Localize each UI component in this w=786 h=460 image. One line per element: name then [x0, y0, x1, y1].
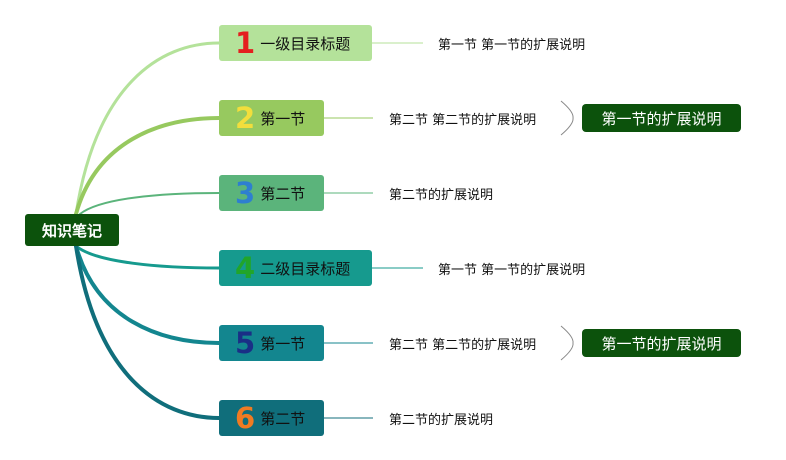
summary-tag-5[interactable]: 第一节的扩展说明	[582, 329, 741, 357]
topic-number: 1	[235, 25, 256, 60]
topic-label: 二级目录标题	[260, 259, 351, 278]
branch-curve-2	[74, 116, 221, 216]
root-label: 知识笔记	[41, 221, 102, 240]
topic-label: 第二节	[260, 184, 306, 203]
topic-number: 5	[235, 325, 256, 360]
branch-curve-6	[74, 244, 221, 420]
topic-description-5[interactable]: 第二节 第二节的扩展说明	[389, 338, 537, 353]
topic-number: 4	[235, 250, 256, 285]
topic-label: 第二节	[260, 409, 306, 428]
topic-number: 6	[235, 400, 256, 435]
topic-description-3[interactable]: 第二节的扩展说明	[389, 188, 494, 203]
branch-curve-4	[74, 244, 221, 270]
summary-brace-2	[560, 100, 574, 136]
branch-curve-3	[79, 192, 220, 215]
summary-brace-5	[560, 325, 574, 361]
topic-label: 一级目录标题	[260, 34, 351, 53]
topic-description-6[interactable]: 第二节的扩展说明	[389, 413, 494, 428]
root-node[interactable]: 知识笔记	[25, 214, 119, 246]
topic-label: 第一节	[260, 334, 306, 353]
topic-description-4[interactable]: 第一节 第一节的扩展说明	[438, 263, 586, 278]
topic-description-2[interactable]: 第二节 第二节的扩展说明	[389, 113, 537, 128]
topic-label: 第一节	[260, 109, 306, 128]
branch-curve-1	[74, 41, 221, 216]
topic-number: 3	[235, 175, 256, 210]
topic-number: 2	[235, 100, 256, 135]
summary-tag-2[interactable]: 第一节的扩展说明	[582, 104, 741, 132]
topic-description-1[interactable]: 第一节 第一节的扩展说明	[438, 38, 586, 53]
branch-curve-5	[74, 244, 221, 345]
